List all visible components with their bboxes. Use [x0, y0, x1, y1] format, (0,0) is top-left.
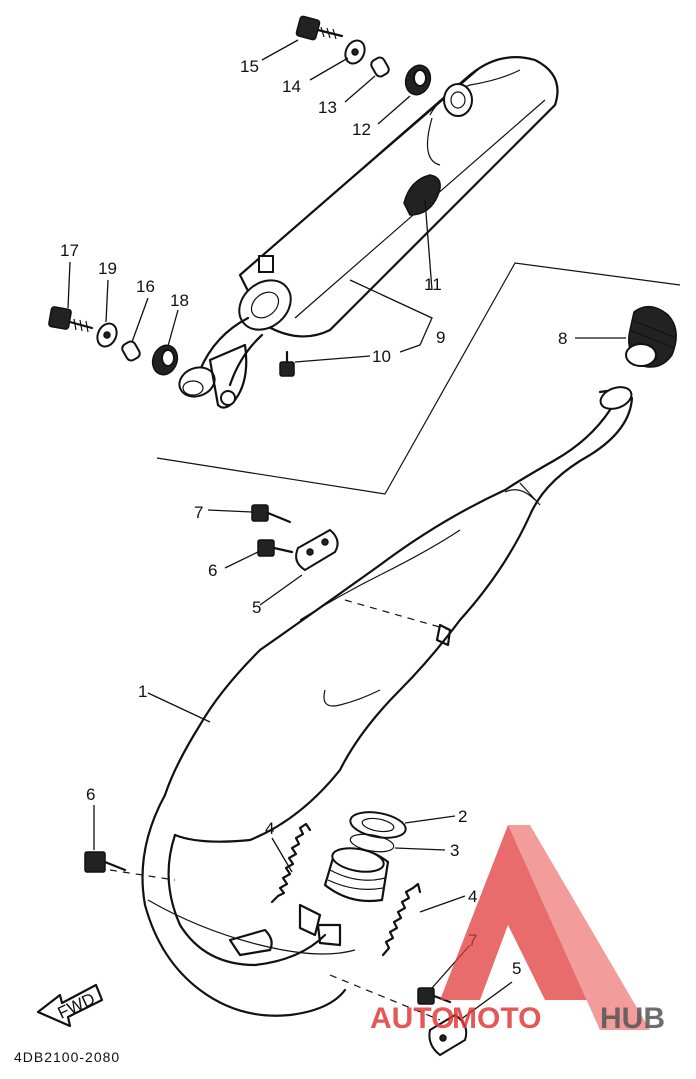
callout-labels: 15 14 13 12 17 19 16 18 11 9 10 8 7 6 5 …: [60, 57, 567, 978]
callout-11: 11: [424, 275, 442, 294]
callout-5-upper: 5: [252, 598, 261, 617]
callout-2: 2: [458, 807, 467, 826]
callout-5-lower: 5: [512, 959, 521, 978]
watermark-part3: HUB: [600, 1002, 665, 1035]
fwd-label: FWD: [55, 989, 98, 1023]
fwd-arrow: FWD: [36, 983, 104, 1028]
callout-8: 8: [558, 329, 567, 348]
watermark-text: AUTO MOTO HUB: [370, 1002, 665, 1035]
silencer-group-outline: [156, 262, 681, 495]
callout-1: 1: [138, 682, 147, 701]
callout-4-left: 4: [265, 819, 274, 838]
callout-14: 14: [282, 77, 301, 96]
exhaust-gaskets: [323, 811, 407, 903]
callout-3: 3: [450, 841, 459, 860]
watermark-part2: MOTO: [452, 1002, 541, 1035]
silencer-rear-mount-hardware: [48, 306, 295, 377]
callout-9: 9: [436, 328, 445, 347]
watermark-logo: [440, 825, 650, 1030]
springs: [270, 822, 422, 957]
silencer: [178, 56, 559, 409]
callout-13: 13: [318, 98, 337, 117]
callout-12: 12: [352, 120, 371, 139]
callout-4-right: 4: [468, 887, 477, 906]
callout-15: 15: [240, 57, 259, 76]
watermark-part1: AUTO: [370, 1002, 454, 1035]
callout-6-lower: 6: [86, 785, 95, 804]
callout-16: 16: [136, 277, 155, 296]
upper-flange: [84, 504, 339, 873]
exhaust-pipe: [109, 386, 634, 1021]
leader-lines: [67, 39, 626, 1021]
callout-10: 10: [372, 347, 391, 366]
callout-6-upper: 6: [208, 561, 217, 580]
callout-19: 19: [98, 259, 117, 278]
silencer-mount-hardware: [295, 15, 432, 96]
diagram-code: 4DB2100-2080: [14, 1049, 120, 1065]
callout-17: 17: [60, 241, 79, 260]
callout-18: 18: [170, 291, 189, 310]
callout-7-upper: 7: [194, 503, 203, 522]
joint-8: [625, 306, 677, 368]
